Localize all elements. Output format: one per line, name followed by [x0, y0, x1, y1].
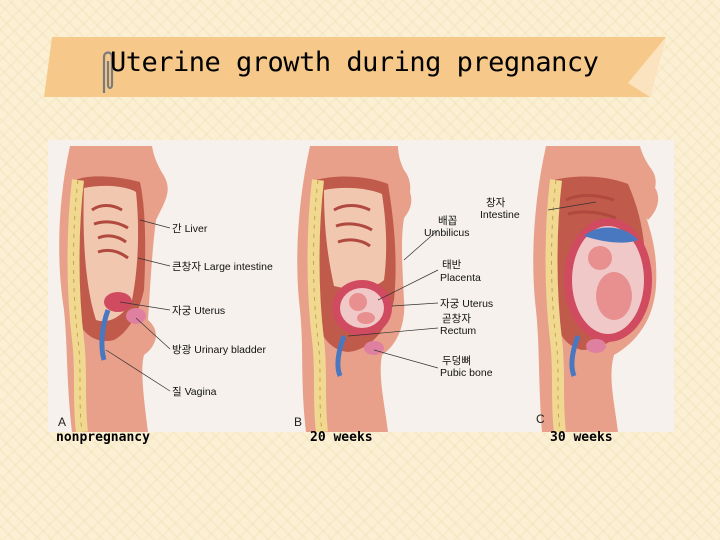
label-intestine: Intestine	[480, 209, 520, 221]
banner-background	[44, 37, 666, 97]
label-vagina: 질 Vagina	[172, 386, 217, 398]
label-umbilicus: Umbilicus	[424, 227, 470, 239]
page-title: Uterine growth during pregnancy	[110, 47, 599, 78]
panel-b-leaders	[347, 229, 439, 369]
label-uterus-a: 자궁 Uterus	[172, 305, 225, 317]
label-urinary-bladder: 방광 Urinary bladder	[172, 344, 267, 356]
caption-20-weeks: 20 weeks	[310, 430, 373, 445]
label-rectum-ko: 곧창자	[442, 313, 471, 325]
caption-nonpregnancy: nonpregnancy	[56, 430, 150, 445]
panel-c-leader	[547, 201, 597, 211]
panel-letter-b: B	[294, 415, 302, 429]
panel-letter-a: A	[58, 415, 66, 429]
label-liver: 간 Liver	[172, 223, 208, 235]
panel-a-leaders	[105, 219, 171, 392]
label-pubic-bone: Pubic bone	[440, 367, 493, 379]
paperclip-icon	[102, 51, 114, 93]
panel-letter-c: C	[536, 412, 545, 426]
label-uterus-b: 자궁 Uterus	[440, 298, 493, 310]
label-large-intestine: 큰창자 Large intestine	[172, 261, 273, 273]
label-placenta-ko: 태반	[442, 259, 462, 271]
panel-b-body	[297, 146, 412, 432]
label-umbilicus-ko: 배꼽	[438, 215, 458, 227]
caption-30-weeks: 30 weeks	[550, 430, 613, 445]
anatomy-figure: A 간 Liver 큰창자 Large intestine 자궁 Uterus …	[48, 140, 674, 432]
panel-c-body	[533, 146, 659, 432]
anatomy-illustration: A 간 Liver 큰창자 Large intestine 자궁 Uterus …	[58, 146, 659, 432]
panel-a-body	[59, 146, 168, 432]
label-rectum: Rectum	[440, 325, 476, 337]
title-banner: Uterine growth during pregnancy	[38, 33, 678, 101]
label-pubic-ko: 두덩뼈	[442, 355, 471, 367]
label-placenta: Placenta	[440, 272, 481, 284]
label-intestine-ko: 창자	[486, 197, 506, 209]
